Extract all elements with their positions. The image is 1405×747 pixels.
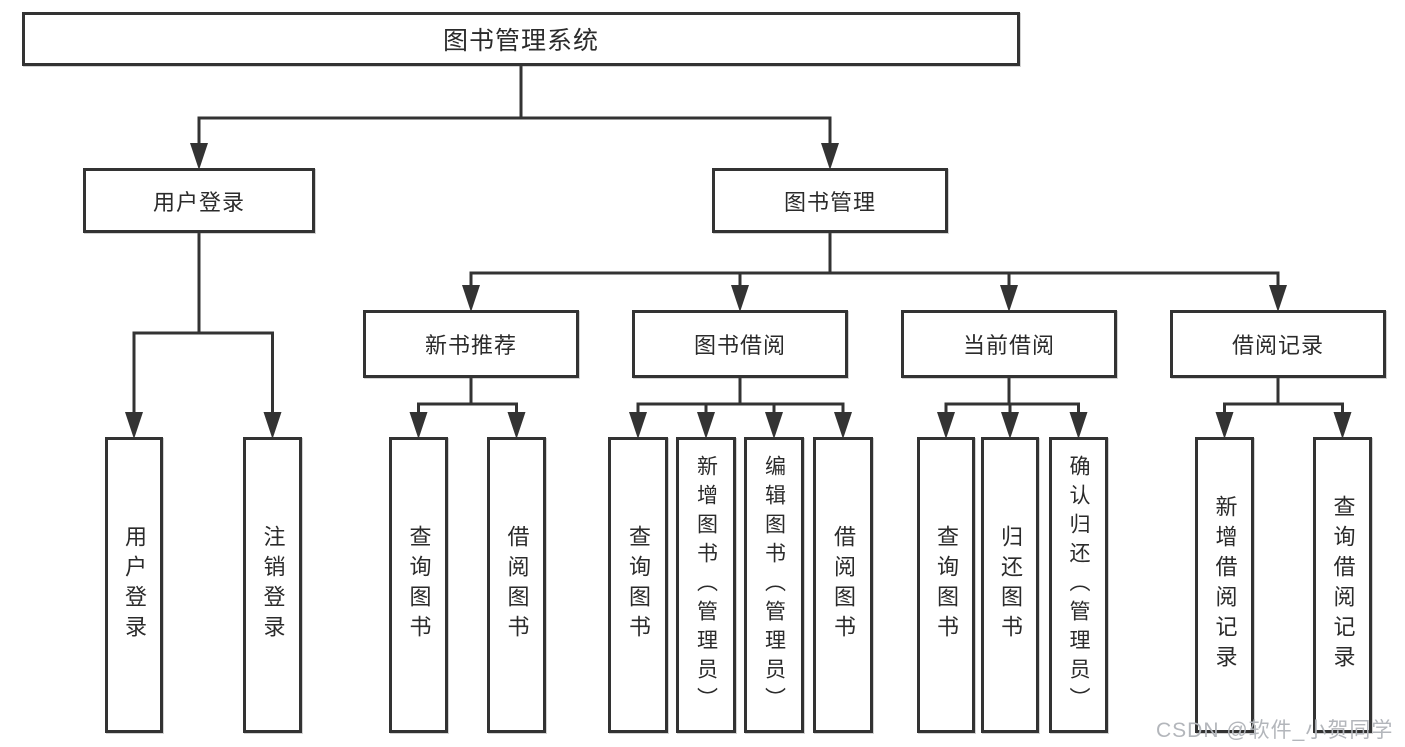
arrowhead-icon bbox=[821, 143, 839, 170]
arrowhead-icon bbox=[697, 412, 715, 439]
node-label-mgmt: 图书管理 bbox=[783, 189, 876, 215]
node-label-leaf-bor-query: 查询图书 bbox=[626, 525, 651, 645]
node-rec: 新书推荐 bbox=[363, 310, 579, 378]
node-label-leaf-rec-borrow: 借阅图书 bbox=[504, 525, 530, 645]
node-label-borrow: 图书借阅 bbox=[693, 333, 786, 358]
node-leaf-login: 用户登录 bbox=[105, 437, 163, 733]
arrowhead-icon bbox=[1269, 285, 1287, 312]
node-label-leaf-bor-edit: 编辑图书（管理员） bbox=[762, 454, 786, 716]
node-login: 用户登录 bbox=[83, 168, 315, 233]
node-label-leaf-rec-query: 查询图书 bbox=[406, 525, 432, 645]
node-leaf-recd-add: 新增借阅记录 bbox=[1195, 437, 1254, 733]
arrowhead-icon bbox=[409, 412, 428, 439]
node-leaf-bor-borrow: 借阅图书 bbox=[813, 437, 873, 733]
arrowhead-icon bbox=[1001, 412, 1019, 439]
node-label-records: 借阅记录 bbox=[1231, 333, 1324, 358]
node-label-leaf-recd-query: 查询借阅记录 bbox=[1330, 495, 1356, 675]
node-leaf-bor-add: 新增图书（管理员） bbox=[676, 437, 736, 733]
watermark: CSDN @软件_小贺同学 bbox=[1156, 719, 1394, 742]
arrowhead-icon bbox=[629, 412, 647, 439]
node-records: 借阅记录 bbox=[1170, 310, 1386, 378]
arrowhead-icon bbox=[937, 412, 955, 439]
node-leaf-cur-confirm: 确认归还（管理员） bbox=[1049, 437, 1108, 733]
arrowhead-icon bbox=[1069, 412, 1088, 439]
node-label-leaf-login: 用户登录 bbox=[122, 525, 147, 645]
arrowhead-icon bbox=[507, 412, 526, 439]
node-leaf-bor-query: 查询图书 bbox=[608, 437, 668, 733]
arrowhead-icon bbox=[1215, 412, 1234, 439]
node-label-login: 用户登录 bbox=[152, 189, 245, 215]
arrowhead-icon bbox=[731, 285, 749, 312]
node-label-leaf-logout: 注销登录 bbox=[260, 525, 286, 645]
node-leaf-recd-query: 查询借阅记录 bbox=[1313, 437, 1372, 733]
node-root: 图书管理系统 bbox=[22, 12, 1020, 66]
node-leaf-cur-return: 归还图书 bbox=[981, 437, 1039, 733]
arrowhead-icon bbox=[462, 285, 480, 312]
arrowhead-icon bbox=[125, 412, 143, 439]
arrowhead-icon bbox=[190, 143, 208, 170]
arrowhead-icon bbox=[263, 412, 282, 439]
node-leaf-logout: 注销登录 bbox=[243, 437, 302, 733]
arrowhead-icon bbox=[765, 412, 783, 439]
node-label-root: 图书管理系统 bbox=[442, 27, 599, 55]
node-label-leaf-cur-return: 归还图书 bbox=[998, 525, 1023, 645]
node-leaf-cur-query: 查询图书 bbox=[917, 437, 975, 733]
node-mgmt: 图书管理 bbox=[712, 168, 948, 233]
node-current: 当前借阅 bbox=[901, 310, 1117, 378]
arrowhead-icon bbox=[1333, 412, 1352, 439]
node-leaf-rec-borrow: 借阅图书 bbox=[487, 437, 546, 733]
node-label-leaf-cur-query: 查询图书 bbox=[934, 525, 959, 645]
node-leaf-rec-query: 查询图书 bbox=[389, 437, 448, 733]
node-label-leaf-bor-add: 新增图书（管理员） bbox=[694, 454, 718, 716]
arrowhead-icon bbox=[834, 412, 852, 439]
node-label-leaf-recd-add: 新增借阅记录 bbox=[1212, 495, 1238, 675]
node-label-leaf-cur-confirm: 确认归还（管理员） bbox=[1067, 454, 1090, 716]
node-leaf-bor-edit: 编辑图书（管理员） bbox=[744, 437, 804, 733]
node-label-current: 当前借阅 bbox=[962, 333, 1055, 358]
node-label-rec: 新书推荐 bbox=[424, 333, 517, 358]
node-borrow: 图书借阅 bbox=[632, 310, 848, 378]
node-label-leaf-bor-borrow: 借阅图书 bbox=[831, 525, 856, 645]
arrowhead-icon bbox=[1000, 285, 1018, 312]
